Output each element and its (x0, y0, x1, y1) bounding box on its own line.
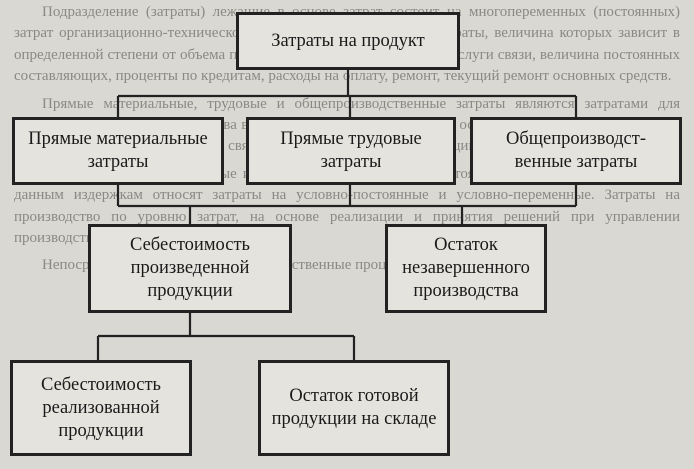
node-label: Прямые материальные затраты (28, 129, 208, 172)
node-product-costs: Затраты на продукт (236, 12, 460, 70)
node-label: Остаток незавершенного производства (402, 235, 530, 301)
node-label: Себестоимость реализованной продукции (41, 374, 161, 441)
node-cost-produced: Себестоимость произведенной продукции (88, 224, 292, 313)
node-direct-labor: Прямые трудовые затраты (246, 117, 456, 185)
node-wip: Остаток незавершенного производства (385, 224, 547, 313)
node-overhead: Общепроизводст-венные затраты (470, 117, 682, 185)
node-label: Затраты на продукт (271, 30, 425, 51)
node-label: Прямые трудовые затраты (280, 129, 422, 172)
node-finished-goods: Остаток готовой продукции на складе (258, 360, 450, 456)
node-direct-materials: Прямые материальные затраты (12, 117, 224, 185)
node-label: Остаток готовой продукции на складе (271, 386, 437, 429)
node-label: Общепроизводст-венные затраты (505, 129, 647, 172)
node-cost-sold: Себестоимость реализованной продукции (10, 360, 192, 456)
background-paragraph: Подразделение (затраты) лежащие в основе… (14, 4, 680, 85)
node-label: Себестоимость произведенной продукции (130, 235, 250, 301)
